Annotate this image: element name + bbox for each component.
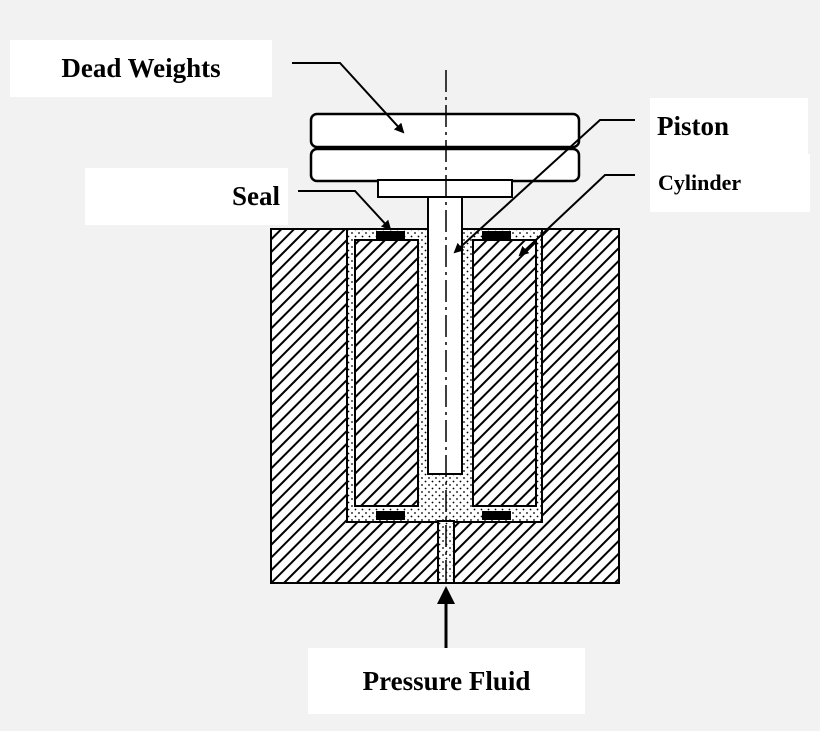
seal-bottom-left — [376, 511, 405, 520]
seal-top-left — [376, 231, 405, 240]
leader-lines — [292, 62, 635, 257]
inner-cylinder — [354, 239, 537, 507]
pressure-fluid-label: Pressure Fluid — [308, 648, 585, 714]
leader-seal — [298, 190, 392, 231]
piston — [427, 195, 463, 475]
leader-cylinder — [518, 174, 635, 257]
piston-label: Piston — [650, 98, 808, 154]
dead-weights — [309, 112, 581, 198]
seals — [376, 231, 511, 520]
seal-label: Seal — [85, 168, 288, 225]
leader-piston — [453, 119, 635, 254]
leader-dead-weights — [292, 62, 405, 134]
weight-plate-top — [309, 112, 581, 149]
seal-top-right — [482, 231, 511, 240]
dead-weights-label: Dead Weights — [10, 40, 272, 97]
seal-bottom-right — [482, 511, 511, 520]
cylinder-label: Cylinder — [650, 154, 810, 212]
pressure-fluid-arrow — [437, 586, 455, 648]
weight-platform — [377, 179, 513, 198]
